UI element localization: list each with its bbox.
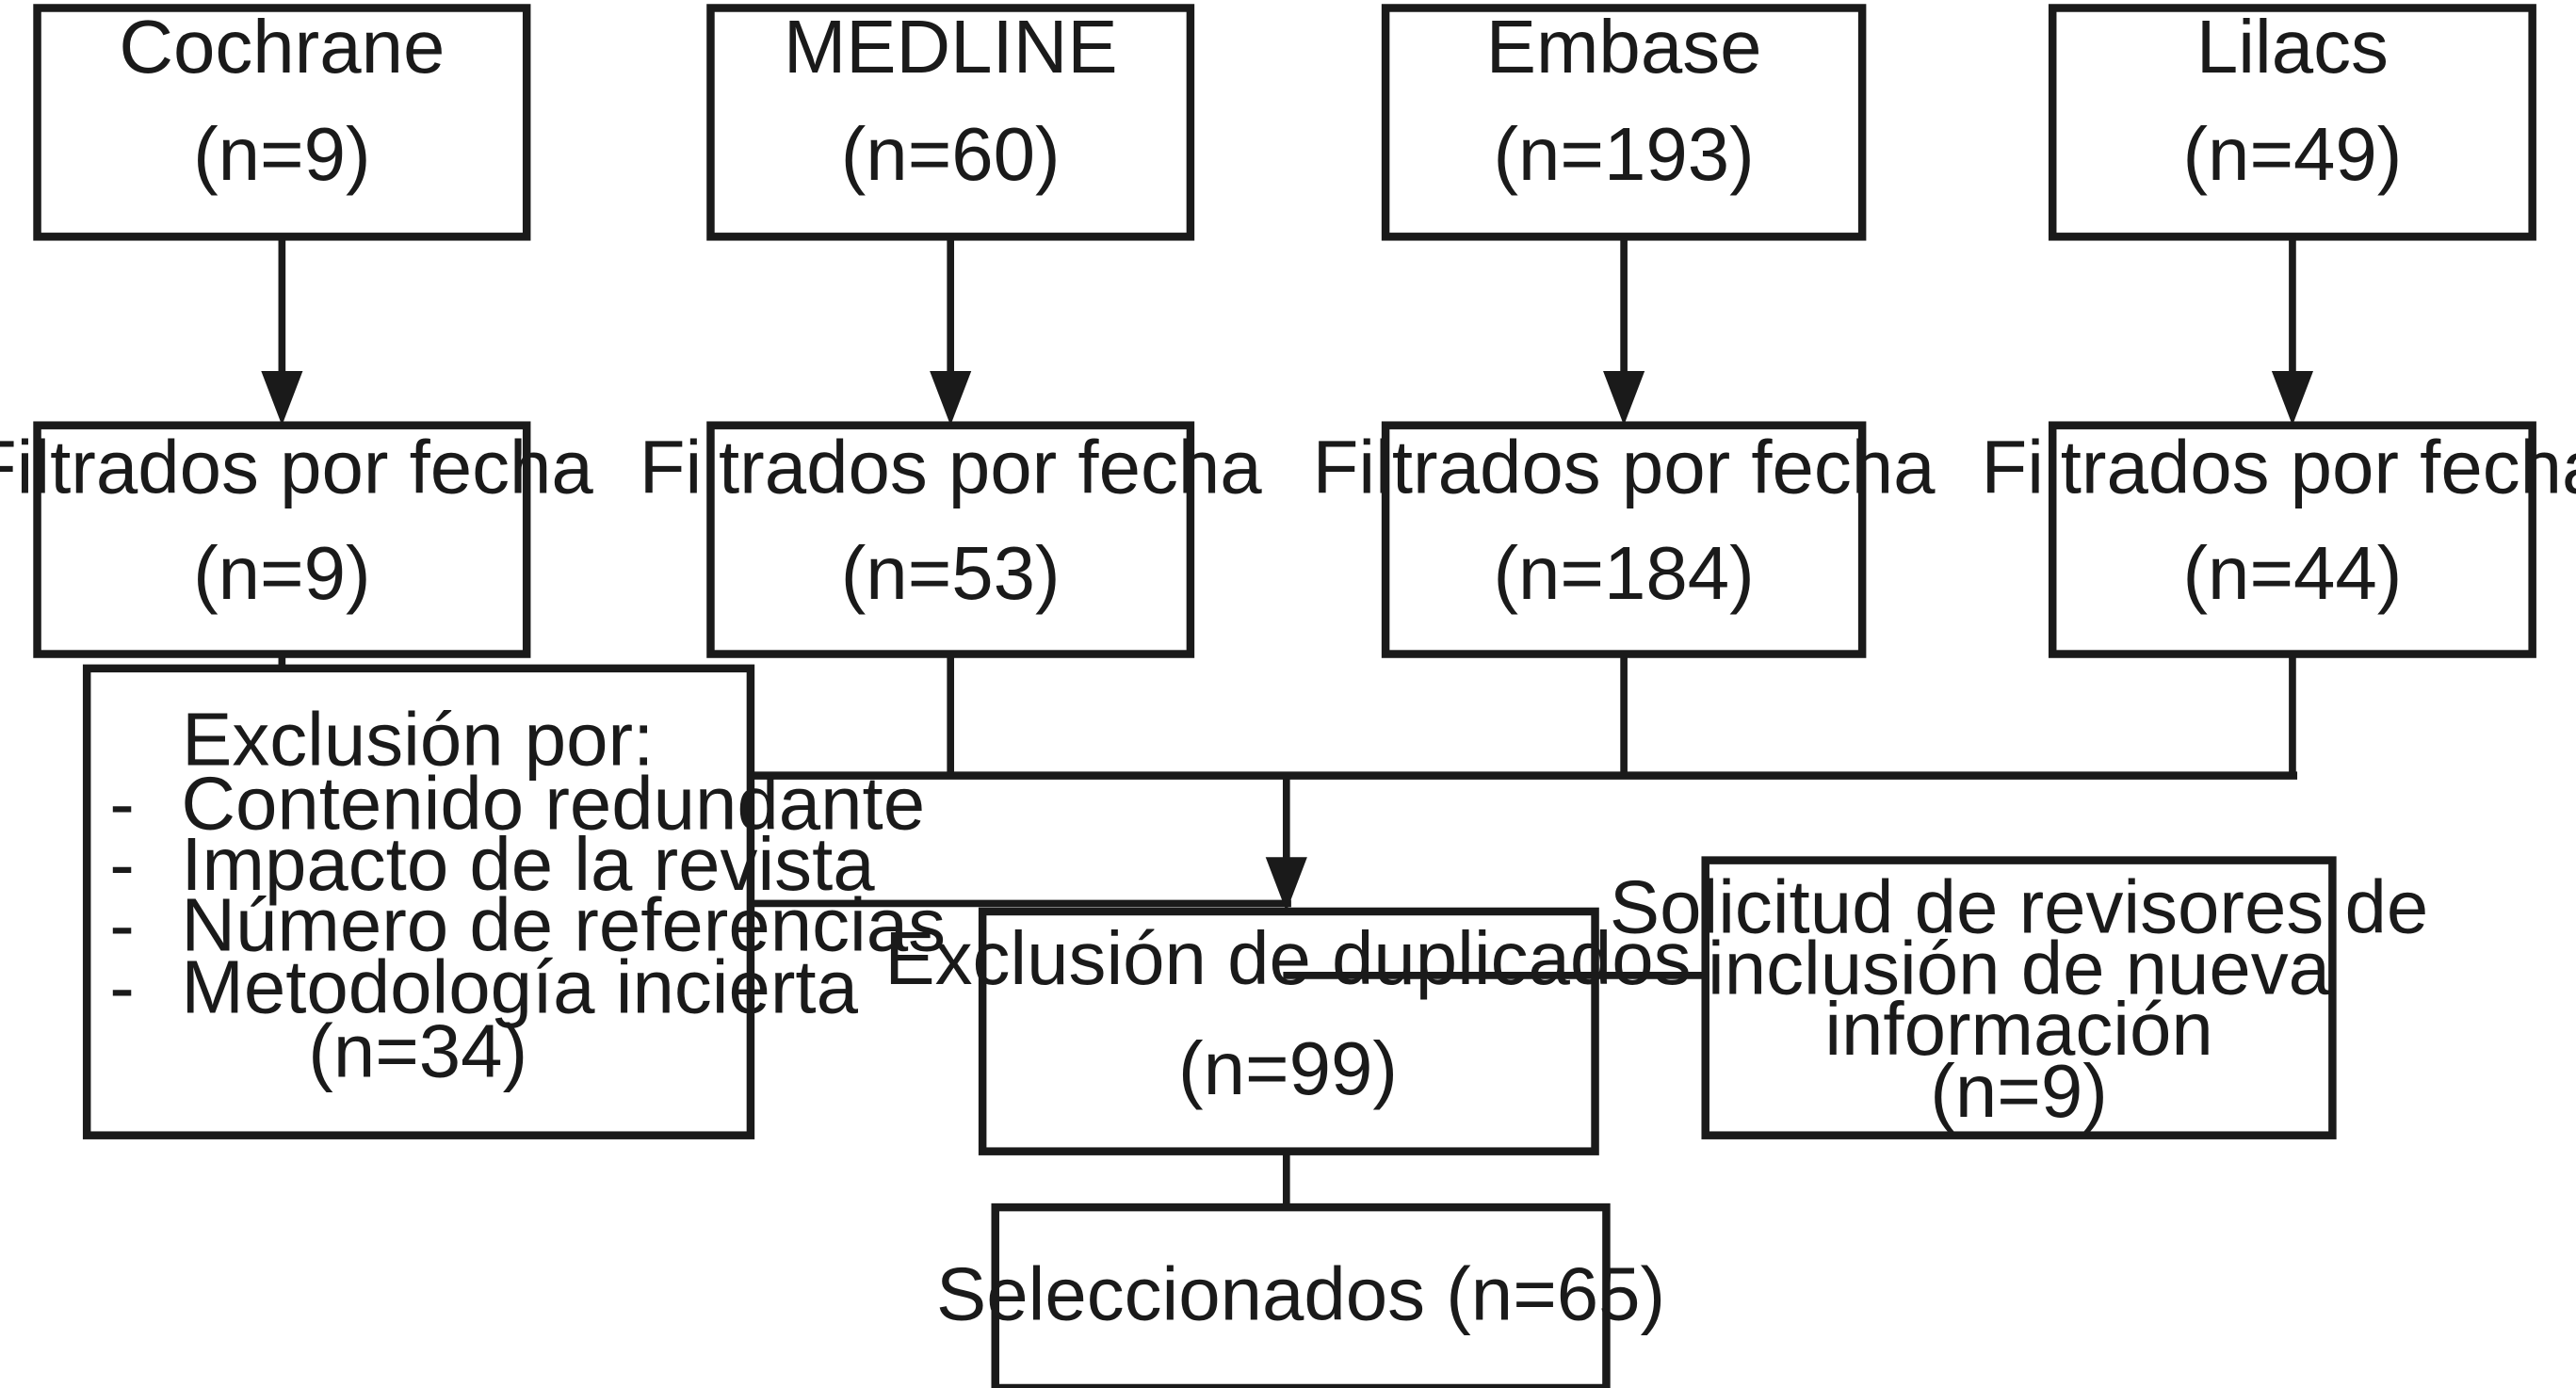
duplicates-count: (n=99): [1178, 1026, 1398, 1110]
arrow-embase-to-filtered: [1603, 236, 1645, 426]
source-box-medline[interactable]: MEDLINE (n=60): [706, 4, 1195, 241]
filtered-label-cochrane: Filtrados por fecha: [0, 426, 593, 509]
filtered-label-embase: Filtrados por fecha: [1313, 426, 1936, 509]
exclusion-reason-4: Metodología incierta: [181, 945, 858, 1029]
arrow-lilacs-to-filtered: [2271, 236, 2314, 426]
source-box-embase[interactable]: Embase (n=193): [1381, 4, 1867, 241]
source-count-embase: (n=193): [1493, 112, 1754, 196]
exclusion-reasons-box[interactable]: Exclusión por: - Contenido redundante - …: [82, 664, 946, 1139]
filtered-box-cochrane[interactable]: Filtrados por fecha (n=9): [0, 421, 593, 658]
reviewer-count: (n=9): [1930, 1049, 2108, 1133]
filtered-box-lilacs[interactable]: Filtrados por fecha (n=44): [1982, 421, 2576, 658]
filtered-box-embase[interactable]: Filtrados por fecha (n=184): [1313, 421, 1936, 658]
source-count-medline: (n=60): [841, 112, 1061, 196]
exclusion-heading: Exclusión por:: [182, 697, 654, 781]
reviewer-line-1: Solicitud de revisores de: [1610, 865, 2428, 949]
source-count-cochrane: (n=9): [193, 112, 371, 196]
filtered-label-lilacs: Filtrados por fecha: [1982, 426, 2576, 509]
selected-box[interactable]: Seleccionados (n=65): [936, 1202, 1665, 1388]
arrow-merge-to-duplicates: [1265, 775, 1307, 912]
filtered-label-medline: Filtrados por fecha: [640, 426, 1262, 509]
source-box-cochrane[interactable]: Cochrane (n=9): [33, 4, 531, 241]
filtered-count-embase: (n=184): [1493, 531, 1754, 615]
exclusion-bullet-marker-1: -: [109, 761, 135, 845]
source-name-embase: Embase: [1486, 5, 1762, 89]
reviewer-request-box[interactable]: Solicitud de revisores de inclusión de n…: [1610, 856, 2428, 1139]
filtered-box-medline[interactable]: Filtrados por fecha (n=53): [640, 421, 1262, 658]
duplicates-box[interactable]: Exclusión de duplicados (n=99): [884, 907, 1692, 1155]
duplicates-label: Exclusión de duplicados: [884, 916, 1691, 1000]
source-name-medline: MEDLINE: [784, 5, 1118, 89]
exclusion-reason-2: Impacto de la revista: [181, 822, 875, 906]
reviewer-line-3: información: [1824, 987, 2212, 1071]
exclusion-bullet-marker-4: -: [109, 945, 135, 1029]
source-name-lilacs: Lilacs: [2196, 5, 2389, 89]
reviewer-line-2: inclusión de nueva: [1708, 926, 2331, 1009]
selected-label: Seleccionados (n=65): [936, 1252, 1665, 1336]
exclusion-reason-1: Contenido redundante: [181, 761, 925, 845]
exclusion-bullet-marker-2: -: [109, 822, 135, 906]
filtered-count-medline: (n=53): [841, 531, 1061, 615]
filtered-count-cochrane: (n=9): [193, 531, 371, 615]
source-name-cochrane: Cochrane: [119, 5, 445, 89]
exclusion-count: (n=34): [308, 1009, 527, 1093]
exclusion-reason-3: Número de referencias: [181, 882, 946, 966]
filtered-count-lilacs: (n=44): [2182, 531, 2402, 615]
arrow-medline-to-filtered: [930, 236, 972, 426]
source-box-lilacs[interactable]: Lilacs (n=49): [2048, 4, 2536, 241]
exclusion-bullet-marker-3: -: [109, 882, 135, 966]
arrow-cochrane-to-filtered: [261, 236, 303, 426]
source-count-lilacs: (n=49): [2182, 112, 2402, 196]
